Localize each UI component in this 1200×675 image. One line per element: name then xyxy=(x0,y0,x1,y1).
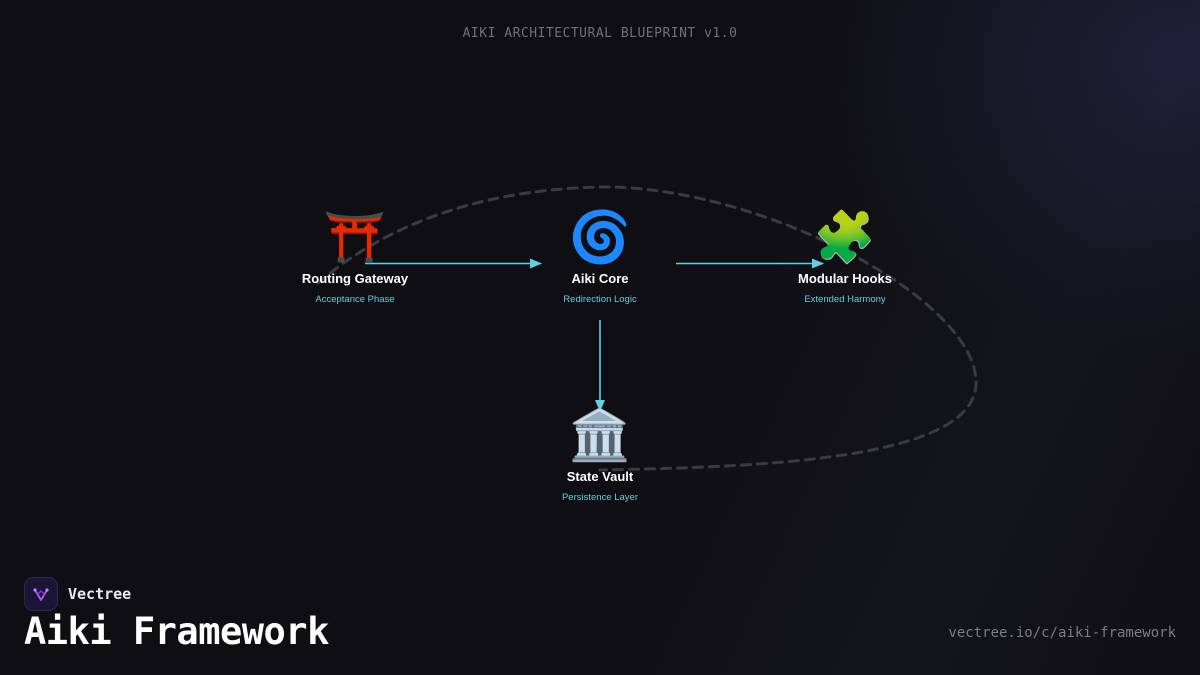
brand[interactable]: Vectree xyxy=(24,577,131,611)
cyclone-icon: 🌀 xyxy=(568,209,632,265)
puzzle-piece-icon: 🧩 xyxy=(813,209,877,265)
node-label: Routing Gateway xyxy=(301,271,409,286)
vectree-logo-icon xyxy=(24,577,58,611)
page-url-link[interactable]: vectree.io/c/aiki-framework xyxy=(948,625,1176,641)
node-routing-gateway: ⛩️ Routing Gateway Acceptance Phase xyxy=(275,209,435,305)
brand-name: Vectree xyxy=(68,585,132,603)
page-title: Aiki Framework xyxy=(24,610,329,653)
node-label: Modular Hooks xyxy=(798,271,892,286)
node-sublabel: Redirection Logic xyxy=(563,294,637,305)
dashed-orbit-path xyxy=(316,185,978,472)
blueprint-title: AIKI ARCHITECTURAL BLUEPRINT v1.0 xyxy=(462,26,738,41)
torii-gate-icon: ⛩️ xyxy=(323,209,387,265)
node-sublabel: Extended Harmony xyxy=(804,294,886,305)
node-label: Aiki Core xyxy=(571,271,629,286)
node-state-vault: 🏛️ State Vault Persistence Layer xyxy=(520,407,680,503)
node-label: State Vault xyxy=(566,469,634,484)
node-modular-hooks: 🧩 Modular Hooks Extended Harmony xyxy=(765,209,925,305)
node-sublabel: Acceptance Phase xyxy=(315,294,395,305)
node-aiki-core: 🌀 Aiki Core Redirection Logic xyxy=(520,209,680,305)
classical-building-icon: 🏛️ xyxy=(568,407,632,463)
node-sublabel: Persistence Layer xyxy=(561,492,639,503)
